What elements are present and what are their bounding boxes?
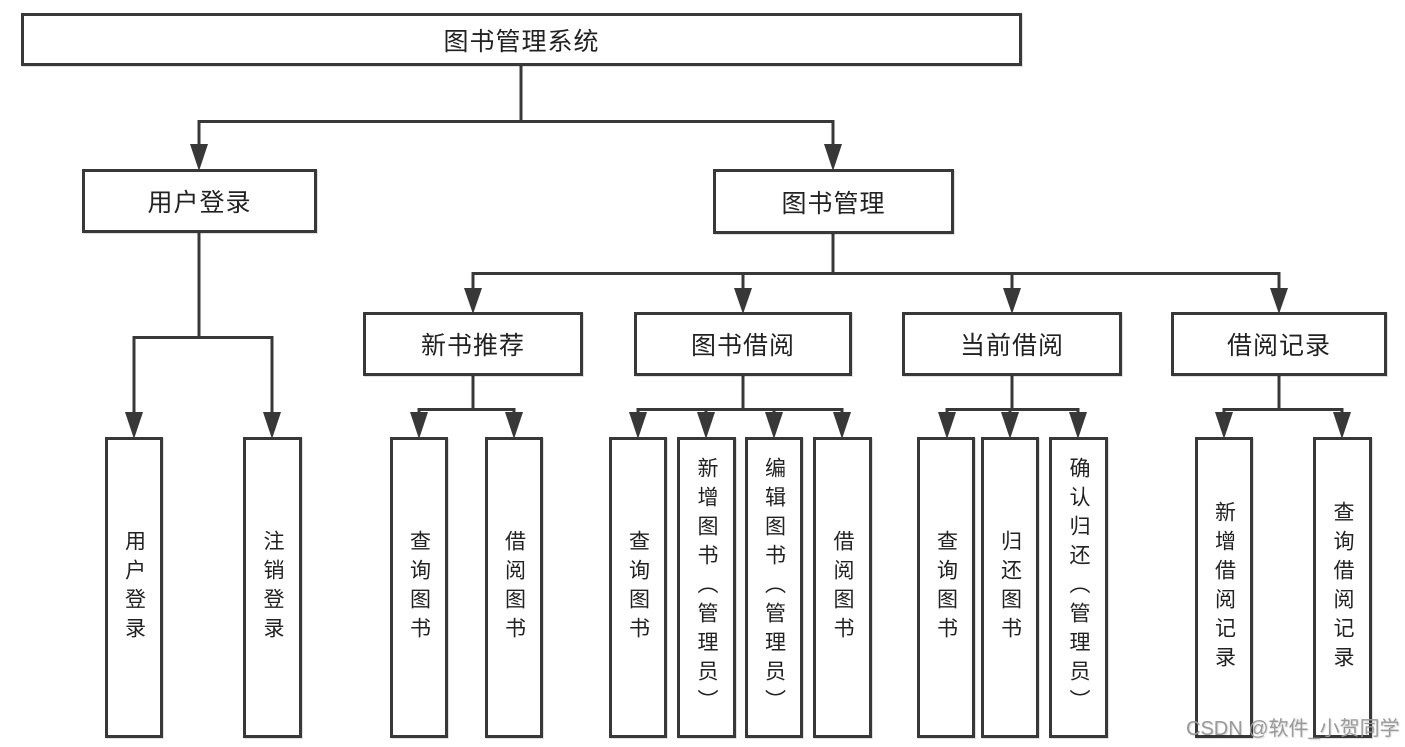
leaf-borrow-books-recommend-label: 借阅图书 [502,529,526,646]
leaf-add-borrow-record: 新增借阅记录 [1195,437,1253,738]
arrow-down-icon [824,144,842,171]
node-current-borrowing-label: 当前借阅 [959,332,1064,360]
leaf-confirm-return-admin: 确认归还（管理员） [1049,437,1108,738]
leaf-query-books-current: 查询图书 [917,437,975,738]
leaf-return-books: 归还图书 [981,437,1039,738]
leaf-borrow-books-label: 借阅图书 [831,529,854,646]
leaf-query-borrow-record-label: 查询借阅记录 [1331,500,1354,675]
records-branch-line [1222,408,1344,414]
arrow-down-icon [125,412,143,439]
node-borrowing-records: 借阅记录 [1171,312,1387,376]
arrow-down-icon [505,412,523,439]
leaf-query-books-recommend-label: 查询图书 [407,529,431,646]
arrow-down-icon [190,144,208,171]
leaf-query-borrow-record: 查询借阅记录 [1313,437,1372,738]
recommend-branch-line [417,408,516,414]
node-user-login-label: 用户登录 [147,189,252,217]
leaf-add-borrow-record-label: 新增借阅记录 [1212,500,1236,675]
node-book-borrowing: 图书借阅 [634,312,852,376]
leaf-return-books-label: 归还图书 [998,529,1022,646]
node-root-label: 图书管理系统 [443,27,600,56]
leaf-query-books-borrowing: 查询图书 [609,437,667,738]
borrowing-branch-line [636,408,844,414]
node-user-login: 用户登录 [82,169,317,233]
node-new-book-recommend: 新书推荐 [363,312,583,376]
leaf-add-book-admin: 新增图书（管理员） [677,437,736,738]
arrow-down-icon [734,288,752,314]
node-current-borrowing: 当前借阅 [902,312,1122,376]
user-login-branch-line [132,336,274,414]
leaf-borrow-books: 借阅图书 [813,437,872,738]
leaf-edit-book-admin-label: 编辑图书（管理员） [762,457,786,718]
node-new-book-recommend-label: 新书推荐 [420,332,525,360]
node-borrowing-records-label: 借阅记录 [1226,332,1331,360]
arrow-down-icon [629,412,647,439]
arrow-down-icon [697,412,715,439]
leaf-add-book-admin-label: 新增图书（管理员） [695,457,718,718]
node-root: 图书管理系统 [21,13,1022,66]
arrow-down-icon [765,412,783,439]
leaf-edit-book-admin: 编辑图书（管理员） [745,437,803,738]
level3-branch-line [471,272,1281,289]
arrow-down-icon [833,412,851,439]
arrow-down-icon [1215,412,1233,439]
watermark: CSDN @软件_小贺同学 [1186,718,1400,740]
leaf-borrow-books-recommend: 借阅图书 [485,437,543,738]
leaf-user-login-label: 用户登录 [122,529,146,646]
level2-branch-line [197,120,835,146]
arrow-down-icon [1001,412,1019,439]
node-book-management: 图书管理 [713,169,954,234]
arrow-down-icon [938,412,956,439]
arrow-down-icon [1069,412,1087,439]
arrow-down-icon [410,412,428,439]
leaf-confirm-return-admin-label: 确认归还（管理员） [1067,457,1090,718]
leaf-logout: 注销登录 [243,437,302,738]
arrow-down-icon [1003,288,1021,314]
node-book-borrowing-label: 图书借阅 [690,332,795,360]
arrow-down-icon [464,288,482,314]
leaf-query-books-borrowing-label: 查询图书 [626,529,650,646]
arrow-down-icon [263,412,281,439]
current-branch-line [945,408,1080,414]
arrow-down-icon [1270,288,1288,314]
arrow-down-icon [1333,412,1351,439]
leaf-logout-label: 注销登录 [261,529,284,646]
leaf-user-login: 用户登录 [105,437,163,738]
leaf-query-books-recommend: 查询图书 [390,437,448,738]
leaf-query-books-current-label: 查询图书 [934,529,958,646]
node-book-management-label: 图书管理 [781,189,886,218]
